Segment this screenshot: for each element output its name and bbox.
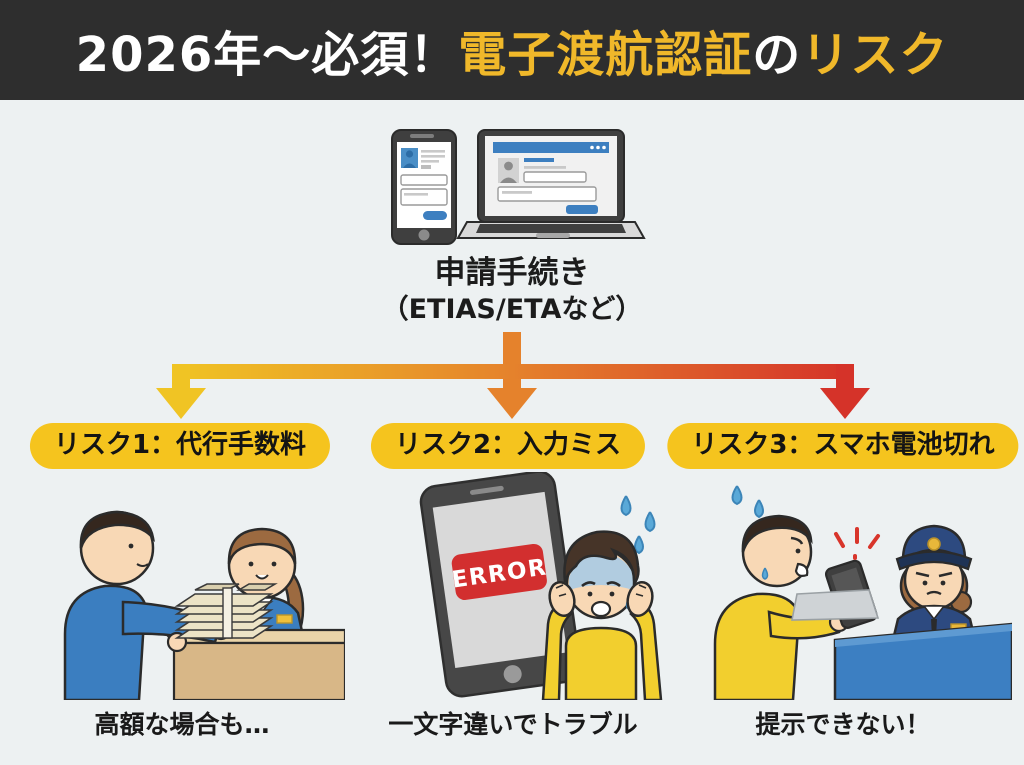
laptop-form-icon (456, 129, 646, 239)
risk-1-caption: 高額な場合も… (94, 710, 270, 739)
immigration-officer-icon (891, 524, 977, 642)
title-part-1: 2026年〜必須！ (75, 27, 459, 83)
down-arrow-icon-right (820, 364, 870, 419)
sweat-drops-icon (620, 495, 656, 555)
smartphone-form-icon (391, 129, 457, 245)
center-stem (503, 332, 521, 390)
application-devices-illustration (391, 129, 646, 245)
title-part-2: 電子渡航認証 (458, 27, 753, 83)
application-title: 申請手続き (434, 255, 590, 291)
distressed-person-icon (541, 530, 663, 700)
gradient-bar (172, 364, 852, 379)
risk-3-illustration (713, 485, 1012, 700)
risk-2-illustration: ERROR (419, 472, 663, 700)
immigration-counter-icon (833, 622, 1012, 700)
risk-3-badge: リスク3：スマホ電池切れ (667, 423, 1019, 469)
money-stack-icon (174, 583, 278, 639)
down-arrow-icon-center (487, 388, 537, 419)
risk-2-caption: 一文字違いでトラブル (388, 710, 638, 739)
risk-1-badge: リスク1：代行手数料 (29, 423, 331, 469)
sweat-drops-icon (731, 485, 764, 519)
risk-1-illustration (63, 510, 345, 700)
title-banner: 2026年〜必須！電子渡航認証のリスク (0, 0, 1024, 100)
customer-man-icon (63, 510, 232, 700)
risk-2-badge: リスク2：入力ミス (370, 423, 646, 469)
title-part-3: の (752, 27, 802, 83)
page-title: 2026年〜必須！電子渡航認証のリスク (76, 15, 949, 85)
desk-tray-icon (791, 589, 880, 621)
application-subtitle: （ETIAS/ETAなど） (381, 294, 643, 325)
error-phone-icon: ERROR (419, 472, 582, 698)
risk-3-caption: 提示できない！ (755, 710, 931, 739)
alert-marks-icon (834, 527, 880, 560)
counter-icon (160, 628, 345, 700)
title-part-4: リスク (801, 27, 949, 83)
down-arrow-icon-left (156, 364, 206, 419)
branching-arrows (156, 332, 870, 419)
